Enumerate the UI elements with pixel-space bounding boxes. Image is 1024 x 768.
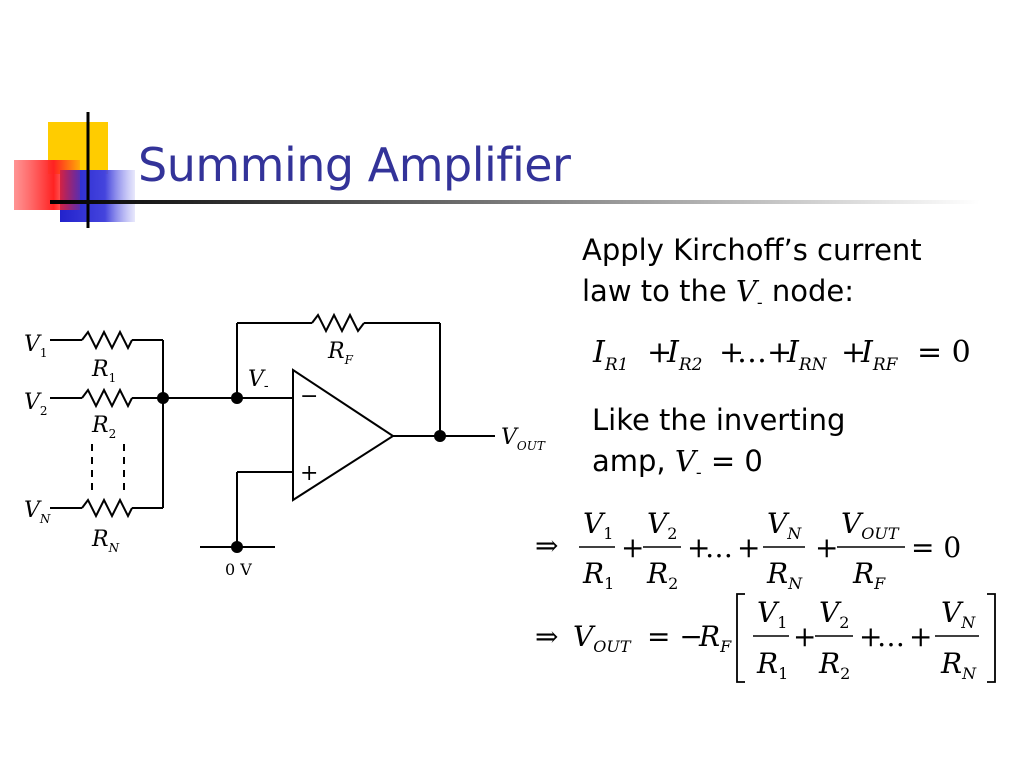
resistor-rf-label: R [327, 339, 345, 364]
svg-text:IRN: IRN [786, 335, 828, 375]
node-dot [157, 392, 169, 404]
svg-text:R1: R1 [582, 557, 614, 593]
svg-text:VOUT: VOUT [501, 425, 546, 453]
resistor-rf [311, 312, 365, 334]
op-amp-triangle [292, 368, 395, 502]
inverting-line-1: Like the inverting [592, 403, 846, 437]
svg-text:R2: R2 [646, 557, 678, 593]
svg-text:VN: VN [941, 596, 976, 632]
kcl-explanation: Apply Kirchoff’s current law to the V- n… [582, 230, 922, 323]
svg-text:RN: RN [766, 557, 803, 593]
svg-text:V2: V2 [647, 507, 677, 543]
result-equation: ⇒ VOUT = − RF V1 R1 + V2 R2 + … + VN RN [535, 593, 996, 683]
resistor-r1-label: R [91, 357, 109, 382]
input-v2-label: V [24, 390, 42, 415]
svg-text:V2: V2 [24, 390, 48, 418]
svg-text:VN: VN [24, 498, 51, 526]
node-dot [231, 541, 243, 553]
svg-text:= −: = − [647, 620, 703, 653]
op-amp-minus-sign: − [300, 384, 318, 409]
svg-text:= 0: = 0 [917, 335, 971, 370]
svg-text:R2: R2 [91, 413, 116, 441]
input-vn-label: V [24, 498, 42, 523]
svg-text:…: … [705, 531, 733, 564]
svg-text:…: … [737, 335, 767, 370]
inverting-note: Like the inverting amp, V- = 0 [592, 400, 845, 493]
svg-text:+: + [737, 531, 760, 564]
title-underline [50, 200, 980, 204]
svg-text:+: + [859, 620, 882, 653]
svg-text:+: + [815, 531, 838, 564]
svg-text:+: + [687, 531, 710, 564]
svg-text:R2: R2 [818, 647, 850, 683]
svg-text:= 0: = 0 [911, 531, 961, 564]
svg-text:⇒: ⇒ [535, 529, 558, 562]
svg-text:⇒: ⇒ [535, 620, 558, 653]
svg-text:IR1: IR1 [592, 335, 628, 375]
svg-text:V1: V1 [757, 596, 787, 632]
slide-title: Summing Amplifier [138, 138, 571, 192]
svg-text:V-: V- [248, 367, 269, 394]
svg-text:+: + [647, 335, 672, 370]
svg-text:VOUT: VOUT [841, 507, 900, 543]
svg-text:V1: V1 [24, 332, 48, 360]
svg-text:+: + [621, 531, 644, 564]
resistor-r1 [81, 329, 133, 351]
svg-text:R1: R1 [756, 647, 788, 683]
summing-amplifier-circuit: V1 R1 V2 R2 VN RN RF V- VOUT − + 0 V [24, 312, 546, 579]
svg-text:RF: RF [327, 339, 354, 367]
output-vout-label: V [501, 425, 519, 450]
svg-text:+: + [719, 335, 744, 370]
svg-text:VOUT: VOUT [573, 620, 632, 656]
resistor-r2-label: R [91, 413, 109, 438]
svg-text:RN: RN [91, 527, 120, 555]
kcl-line-1: Apply Kirchoff’s current [582, 233, 922, 267]
kcl-line-2: law to the V- node: [582, 274, 855, 312]
resistor-rn-label: R [91, 527, 109, 552]
svg-text:+: + [909, 620, 932, 653]
kcl-equation: IR1 + IR2 + … + IRN + IRF = 0 [592, 335, 971, 375]
svg-text:V2: V2 [819, 596, 849, 632]
resistor-rn [81, 497, 133, 519]
svg-text:+: + [841, 335, 866, 370]
inverting-line-2: amp, V- = 0 [592, 444, 763, 482]
svg-text:+: + [793, 620, 816, 653]
input-v1-label: V [24, 332, 42, 357]
svg-text:RF: RF [852, 557, 886, 593]
svg-text:+: + [767, 335, 792, 370]
op-amp-plus-sign: + [300, 461, 318, 486]
svg-text:VN: VN [767, 507, 802, 543]
ground-label: 0 V [225, 560, 252, 579]
svg-text:IR2: IR2 [666, 335, 702, 375]
sum-equation: ⇒ V1 R1 + V2 R2 + … + VN RN + VOUT RF = … [535, 507, 961, 593]
node-vminus-label: V [248, 367, 266, 392]
resistor-r2 [81, 387, 133, 409]
svg-text:IRF: IRF [860, 335, 899, 375]
svg-text:…: … [877, 620, 905, 653]
node-dot [231, 392, 243, 404]
svg-text:RN: RN [940, 647, 977, 683]
node-dot [434, 430, 446, 442]
svg-text:R1: R1 [91, 357, 116, 385]
svg-text:RF: RF [698, 620, 732, 656]
slide-logo-decoration [14, 112, 135, 228]
svg-text:V1: V1 [583, 507, 613, 543]
